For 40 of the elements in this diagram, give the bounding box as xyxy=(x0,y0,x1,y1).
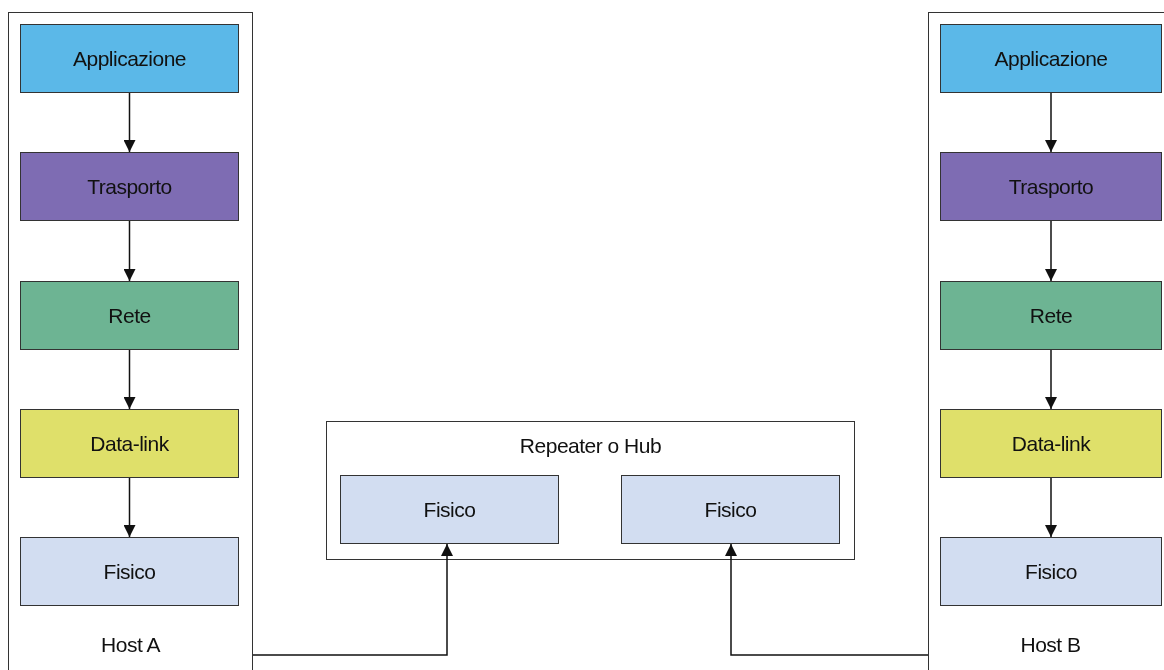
layer-box xyxy=(940,537,1162,606)
arrow xyxy=(123,220,136,282)
layer-box xyxy=(621,475,840,544)
arrow xyxy=(1045,220,1057,282)
layer-box xyxy=(20,152,239,221)
panel-title: Host A xyxy=(100,633,162,657)
layer-box xyxy=(940,281,1162,350)
layer-label: Data-link xyxy=(90,431,169,456)
layer-box xyxy=(940,152,1162,221)
layer-label: Applicazione xyxy=(72,46,187,71)
layer-label: Fisico xyxy=(103,559,156,584)
arrow xyxy=(123,349,136,410)
layer-label: Fisico xyxy=(423,497,476,522)
arrow xyxy=(252,543,453,656)
layer-label: Fisico xyxy=(1025,559,1077,584)
device-panel xyxy=(326,421,855,560)
layer-label: Fisico xyxy=(704,497,757,522)
layer-box xyxy=(20,24,239,93)
layer-box xyxy=(20,537,239,606)
layer-label: Applicazione xyxy=(994,46,1108,71)
panel-title: Host B xyxy=(1019,633,1082,657)
layer-box xyxy=(20,281,239,350)
arrow xyxy=(1045,349,1057,410)
arrow xyxy=(123,477,136,538)
layer-label: Rete xyxy=(1029,303,1073,328)
layer-box xyxy=(340,475,559,544)
layer-label: Trasporto xyxy=(1008,174,1094,199)
layer-label: Trasporto xyxy=(87,174,172,199)
layer-label: Data-link xyxy=(1011,431,1091,456)
arrow xyxy=(1045,477,1057,538)
host-panel xyxy=(8,12,253,670)
layer-box xyxy=(940,409,1162,478)
layer-box xyxy=(20,409,239,478)
arrow xyxy=(725,543,929,656)
layer-label: Rete xyxy=(108,303,151,328)
layer-box xyxy=(940,24,1162,93)
arrow xyxy=(123,92,136,153)
arrow xyxy=(1045,92,1057,153)
panel-title: Repeater o Hub xyxy=(518,434,663,458)
host-panel xyxy=(928,12,1164,670)
